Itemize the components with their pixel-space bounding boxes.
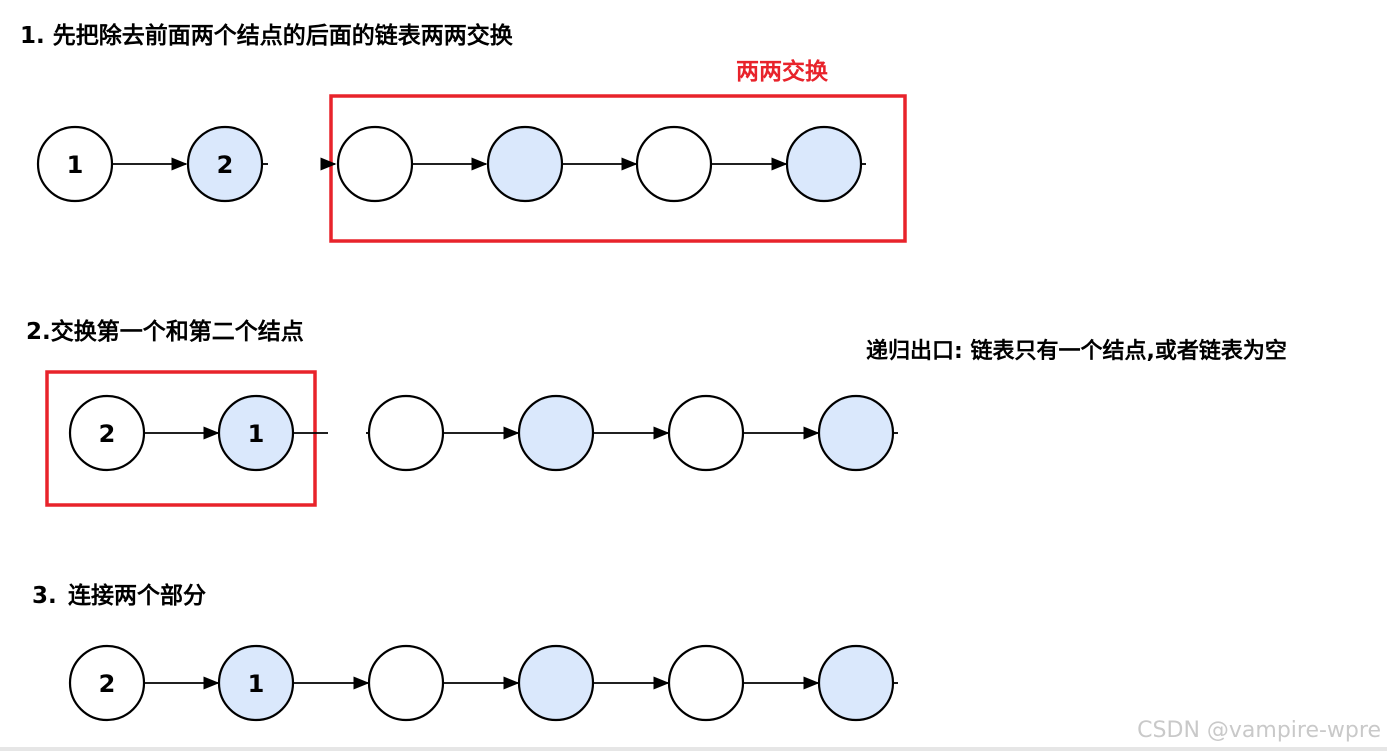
node-label: 1 bbox=[248, 670, 265, 698]
step3-number: 3. bbox=[32, 583, 57, 609]
list-node bbox=[36, 125, 114, 203]
swap-box-label: 两两交换 bbox=[736, 59, 828, 85]
node-label: 2 bbox=[217, 151, 234, 179]
row3-list: 2 1 bbox=[68, 644, 898, 722]
bottom-scrollbar-strip bbox=[0, 747, 1387, 751]
list-node bbox=[486, 125, 564, 203]
row2-list: 2 1 bbox=[68, 394, 898, 472]
list-node bbox=[667, 394, 745, 472]
list-node bbox=[817, 644, 895, 722]
list-node bbox=[817, 394, 895, 472]
step3-title: 连接两个部分 bbox=[68, 583, 206, 609]
list-node bbox=[635, 125, 713, 203]
list-node bbox=[517, 644, 595, 722]
list-node bbox=[367, 644, 445, 722]
csdn-watermark: CSDN @vampire-wpre bbox=[1137, 718, 1381, 743]
list-node bbox=[217, 394, 295, 472]
node-label: 1 bbox=[67, 151, 84, 179]
node-label: 2 bbox=[99, 420, 116, 448]
list-node bbox=[217, 644, 295, 722]
list-node bbox=[336, 125, 414, 203]
list-node bbox=[68, 644, 146, 722]
list-node bbox=[667, 644, 745, 722]
list-node bbox=[367, 394, 445, 472]
row1-list: 1 2 bbox=[36, 125, 866, 203]
list-node bbox=[517, 394, 595, 472]
list-node bbox=[186, 125, 264, 203]
list-node bbox=[785, 125, 863, 203]
node-label: 1 bbox=[248, 420, 265, 448]
list-node bbox=[68, 394, 146, 472]
step1-title: 1. 先把除去前面两个结点的后面的链表两两交换 bbox=[20, 23, 513, 49]
recursion-exit-note: 递归出口: 链表只有一个结点,或者链表为空 bbox=[866, 339, 1287, 364]
step2-title: 2.交换第一个和第二个结点 bbox=[26, 319, 304, 345]
node-label: 2 bbox=[99, 670, 116, 698]
first-pair-box bbox=[45, 370, 317, 507]
